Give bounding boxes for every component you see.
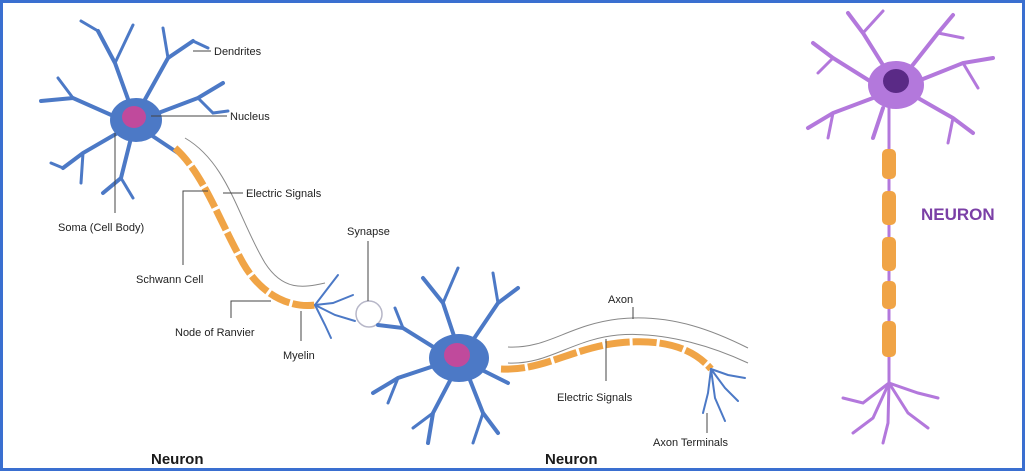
- neuron-diagram: Dendrites Nucleus Electric Signals Soma …: [3, 3, 1022, 468]
- middle-nucleus: [444, 343, 470, 367]
- label-nucleus: Nucleus: [230, 111, 270, 123]
- caption-middle-neuron: Neuron: [545, 451, 598, 468]
- right-neuron: [808, 11, 993, 443]
- right-nucleus: [883, 69, 909, 93]
- label-node-of-ranvier: Node of Ranvier: [175, 327, 255, 339]
- middle-axon-terminals: [703, 369, 745, 421]
- label-soma: Soma (Cell Body): [58, 222, 144, 234]
- left-axon-terminals: [315, 275, 355, 338]
- label-myelin: Myelin: [283, 350, 315, 362]
- label-synapse: Synapse: [347, 226, 390, 238]
- label-axon-terminals: Axon Terminals: [653, 437, 728, 449]
- left-nucleus: [122, 106, 146, 128]
- label-electric-signals-2: Electric Signals: [557, 392, 633, 404]
- middle-neuron: [373, 268, 748, 443]
- caption-left-neuron: Neuron: [151, 451, 204, 468]
- label-schwann-cell: Schwann Cell: [136, 274, 203, 286]
- signal-guide-line: [185, 138, 325, 286]
- caption-right-neuron: NEURON: [921, 205, 995, 224]
- label-dendrites: Dendrites: [214, 46, 262, 58]
- label-electric-signals-1: Electric Signals: [246, 188, 322, 200]
- right-axon-terminals: [843, 383, 938, 443]
- left-neuron: [41, 21, 355, 338]
- diagram-frame: Dendrites Nucleus Electric Signals Soma …: [3, 3, 1022, 468]
- label-axon: Axon: [608, 294, 633, 306]
